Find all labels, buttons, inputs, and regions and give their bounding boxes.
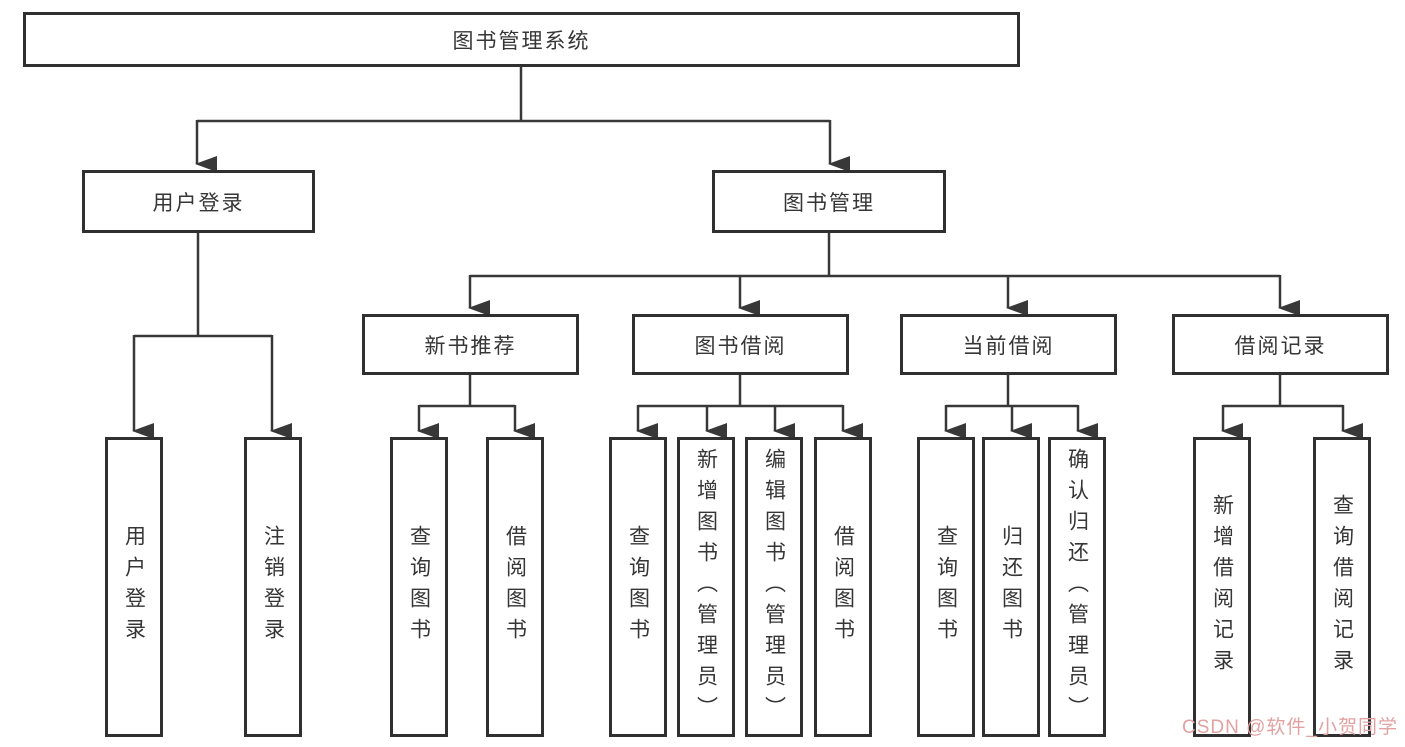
leaf-query-books-borrow: 查询图书 [609, 437, 667, 737]
leaf-confirm-return-admin: 确认归还（管理员） [1048, 437, 1106, 737]
node-library-management-system: 图书管理系统 [23, 12, 1020, 67]
node-label: 新书推荐 [424, 334, 517, 358]
leaf-add-borrow-record: 新增借阅记录 [1193, 437, 1251, 737]
leaf-borrow-books: 借阅图书 [814, 437, 872, 737]
node-borrowing-records: 借阅记录 [1172, 314, 1389, 375]
leaf-query-borrow-record: 查询借阅记录 [1313, 437, 1371, 737]
node-book-borrowing: 图书借阅 [632, 314, 849, 375]
leaf-return-books: 归还图书 [982, 437, 1040, 737]
node-label: 图书管理 [783, 191, 875, 215]
node-user-login: 用户登录 [82, 170, 315, 233]
leaf-logout-login: 注销登录 [244, 437, 302, 737]
leaf-label: 借阅图书 [503, 525, 527, 649]
leaf-user-login: 用户登录 [105, 437, 163, 737]
leaf-label: 查询图书 [626, 525, 650, 649]
leaf-label: 确认归还（管理员） [1065, 447, 1089, 727]
leaf-add-book-admin: 新增图书（管理员） [677, 437, 735, 737]
leaf-label: 注销登录 [261, 525, 285, 649]
node-new-book-recommendation: 新书推荐 [362, 314, 579, 375]
leaf-label: 编辑图书（管理员） [762, 447, 786, 727]
leaf-label: 借阅图书 [831, 525, 855, 649]
csdn-watermark: CSDN @软件_小贺同学 [1182, 717, 1398, 738]
node-label: 图书借阅 [694, 334, 787, 358]
leaf-label: 用户登录 [122, 525, 146, 649]
node-label: 用户登录 [152, 191, 245, 215]
leaf-label: 查询图书 [407, 525, 431, 649]
leaf-label: 归还图书 [999, 525, 1023, 649]
leaf-label: 查询图书 [934, 525, 958, 649]
node-label: 借阅记录 [1234, 334, 1327, 358]
leaf-query-books-recommend: 查询图书 [390, 437, 448, 737]
leaf-label: 新增图书（管理员） [694, 447, 718, 727]
leaf-query-books-current: 查询图书 [917, 437, 975, 737]
node-label: 当前借阅 [962, 334, 1055, 358]
node-book-management: 图书管理 [712, 170, 946, 233]
node-current-borrowing: 当前借阅 [900, 314, 1117, 375]
leaf-label: 查询借阅记录 [1330, 494, 1354, 680]
leaf-borrow-books-recommend: 借阅图书 [486, 437, 544, 737]
leaf-edit-book-admin: 编辑图书（管理员） [745, 437, 803, 737]
leaf-label: 新增借阅记录 [1210, 494, 1234, 680]
node-label: 图书管理系统 [452, 29, 591, 53]
